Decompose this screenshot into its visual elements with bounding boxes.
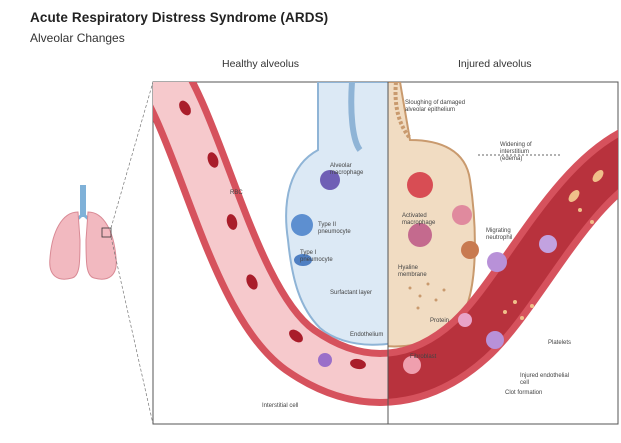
type-ii-pneumocyte-cell bbox=[291, 214, 313, 236]
label-interstitial-cell: Interstitial cell bbox=[262, 403, 298, 410]
migrating-neutrophil-cell bbox=[487, 252, 507, 272]
label-injured-endothelium: Injured endothelial cell bbox=[520, 373, 569, 387]
label-fibroblast: Fibroblast bbox=[410, 354, 436, 361]
label-widening: Widening of interstitium (edema) bbox=[500, 142, 532, 163]
label-endothelium: Endothelium bbox=[350, 332, 383, 339]
interstitial-cell bbox=[318, 353, 332, 367]
zoom-line-top bbox=[111, 82, 153, 228]
label-type-i-pneumocyte: Type I pneumocyte bbox=[300, 250, 333, 264]
label-activated-macrophage: Activated macrophage bbox=[402, 213, 435, 227]
label-clot-formation: Clot formation bbox=[505, 390, 542, 397]
label-surfactant-layer: Surfactant layer bbox=[330, 290, 372, 297]
label-protein: Protein bbox=[430, 318, 449, 325]
label-type-ii-pneumocyte: Type II pneumocyte bbox=[318, 222, 351, 236]
activated-macrophage-cell bbox=[407, 172, 433, 198]
zoom-line-bottom bbox=[111, 237, 153, 424]
label-platelets: Platelets bbox=[548, 340, 571, 347]
label-migrating-neutrophil: Migrating neutrophil bbox=[486, 228, 512, 242]
label-alveolar-macrophage: Alveolar macrophage bbox=[330, 163, 363, 177]
label-rbc: RBC bbox=[230, 190, 243, 197]
lungs-icon bbox=[50, 185, 117, 279]
label-hyaline-membrane: Hyaline membrane bbox=[398, 265, 427, 279]
label-sloughing: Sloughing of damaged alveolar epithelium bbox=[405, 100, 465, 114]
